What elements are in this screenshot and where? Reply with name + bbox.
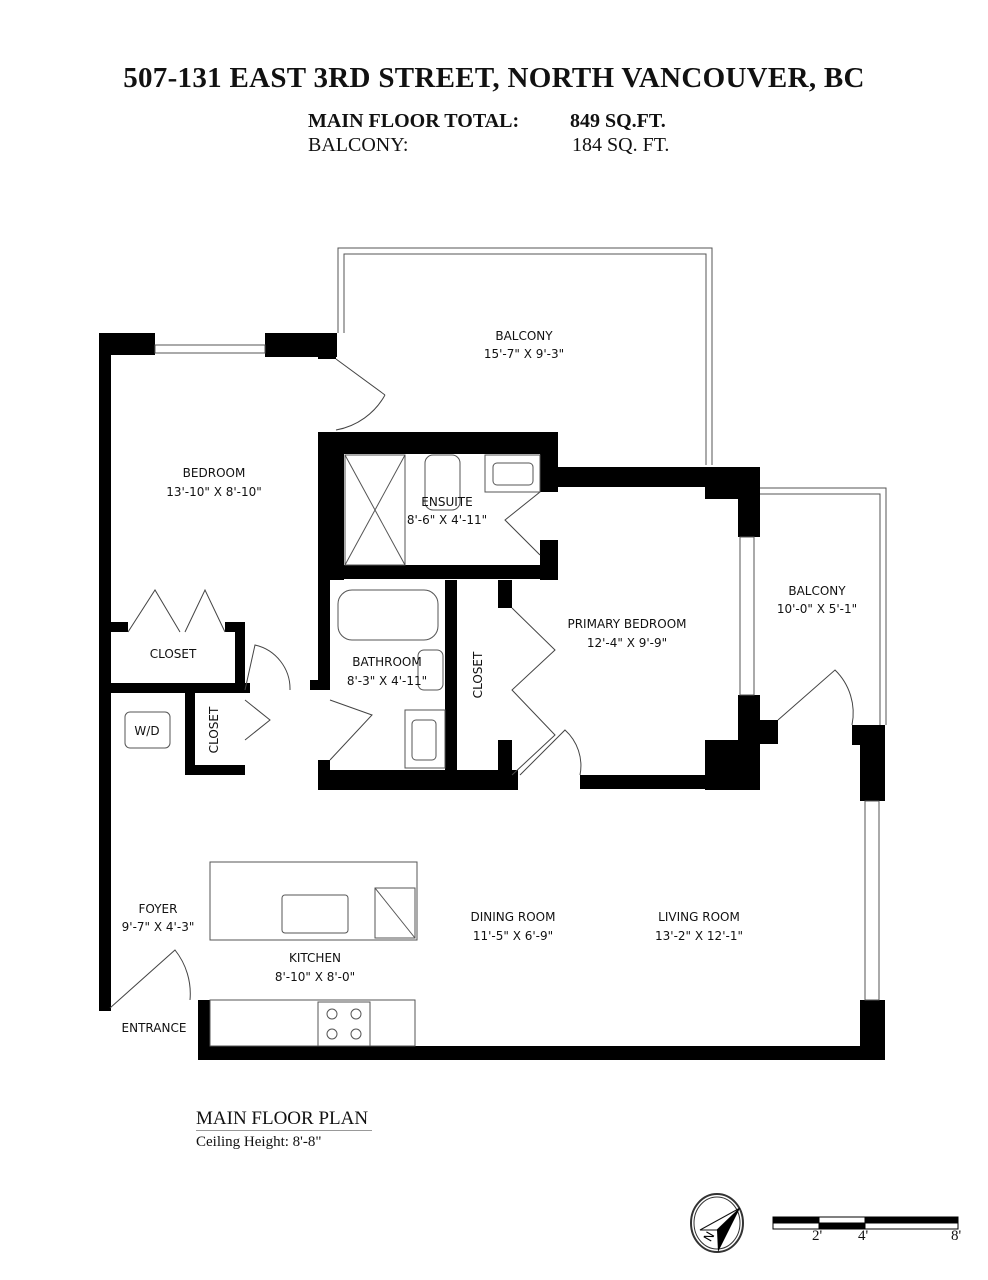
dining-name: DINING ROOM [471, 910, 556, 924]
primary-bedroom-name: PRIMARY BEDROOM [567, 617, 686, 631]
bedroom-dims: 13'-10" X 8'-10" [166, 485, 262, 499]
balcony-right-dims: 10'-0" X 5'-1" [777, 602, 857, 616]
foyer-name: FOYER [139, 902, 178, 916]
living-dims: 13'-2" X 12'-1" [655, 929, 743, 943]
entrance-label: ENTRANCE [122, 1021, 187, 1035]
bath-toilet [417, 649, 444, 691]
fixtures [124, 454, 541, 1047]
ensuite-toilet [424, 454, 461, 511]
primary-bedroom-dims: 12'-4" X 9'-9" [587, 636, 667, 650]
kitchen-dims: 8'-10" X 8'-0" [275, 970, 355, 984]
scale-label-2: 2' [812, 1228, 823, 1244]
ensuite-name: ENSUITE [421, 495, 472, 509]
ensuite-dims: 8'-6" X 4'-11" [407, 513, 487, 527]
compass-icon: N [690, 1193, 744, 1253]
foyer-dims: 9'-7" X 4'-3" [122, 920, 195, 934]
kitchen-name: KITCHEN [289, 951, 341, 965]
balcony-right-railing [760, 487, 887, 725]
balcony-right-name: BALCONY [788, 584, 846, 598]
stove [317, 1001, 371, 1047]
shower [344, 454, 406, 566]
dining-dims: 11'-5" X 6'-9" [473, 929, 553, 943]
kitchen-island [209, 861, 418, 941]
living-name: LIVING ROOM [658, 910, 740, 924]
balcony-value: 184 SQ. FT. [572, 134, 670, 156]
main-floor-label: MAIN FLOOR TOTAL: [308, 110, 520, 132]
balcony-top-dims: 15'-7" X 9'-3" [484, 347, 564, 361]
scale-label-4: 4' [858, 1228, 869, 1244]
wd-label: W/D [134, 724, 159, 738]
bedroom-name: BEDROOM [183, 466, 246, 480]
bathroom-name: BATHROOM [352, 655, 421, 669]
scale-label-8: 8' [951, 1228, 962, 1244]
plan-title: MAIN FLOOR PLAN [196, 1108, 373, 1131]
scale-bar [772, 1216, 959, 1230]
main-floor-value: 849 SQ.FT. [570, 110, 666, 132]
washer-dryer [124, 711, 171, 749]
ceiling-height: Ceiling Height: 8'-8" [196, 1134, 322, 1150]
balcony-top-railing [337, 247, 713, 465]
windows [154, 344, 880, 1001]
doors [109, 358, 854, 1009]
balconies [337, 247, 887, 725]
bath-sink-counter [404, 709, 446, 769]
balcony-label: BALCONY: [308, 134, 409, 156]
bathroom-dims: 8'-3" X 4'-11" [347, 674, 427, 688]
closet-primary-label: CLOSET [471, 651, 485, 698]
room-labels: BALCONY 15'-7" X 9'-3" BEDROOM 13'-10" X… [122, 329, 858, 1035]
ensuite-sink-counter [484, 454, 541, 493]
walls [99, 333, 885, 1060]
compass-letter: N [701, 1229, 718, 1244]
closet-foyer-label: CLOSET [207, 706, 221, 753]
bathtub [337, 589, 439, 641]
balcony-top-name: BALCONY [495, 329, 553, 343]
closet-bedroom-label: CLOSET [150, 647, 197, 661]
dishwasher [374, 887, 416, 939]
kitchen-sink [281, 894, 349, 934]
kitchen-counter [209, 999, 416, 1047]
address-title: 507-131 EAST 3RD STREET, NORTH VANCOUVER… [123, 62, 865, 94]
